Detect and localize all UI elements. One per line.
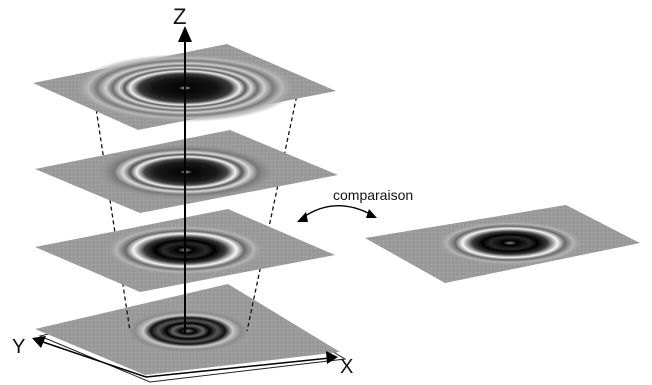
comparison-arrow [297,205,377,222]
x-axis [145,351,338,378]
comparison-label: comparaison [333,187,413,203]
x-arrowhead [326,351,338,364]
y-arrowhead [32,336,46,348]
plane-reference [365,205,640,283]
z-axis [178,26,192,334]
y-axis-label: Y [12,336,25,358]
z-arrowhead [178,26,192,42]
comparison-arrowhead-right [366,209,377,218]
guide-lines [91,81,299,332]
plane-2 [35,130,338,213]
z-axis-label: Z [173,4,186,29]
y-axis [32,336,147,378]
comparison-arrowhead-left [297,212,308,222]
x-axis-label: X [340,356,353,378]
plane-bottom [35,284,347,383]
